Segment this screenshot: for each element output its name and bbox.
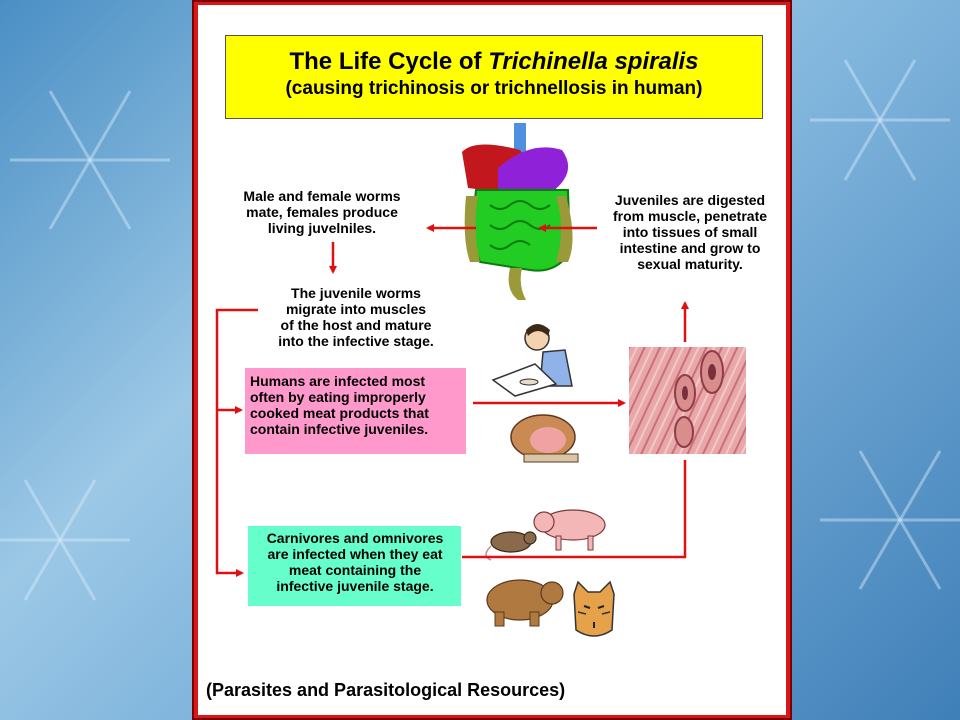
ham-icon: [510, 414, 579, 463]
digestive-system-icon: [462, 123, 573, 300]
diagram-subtitle: (causing trichinosis or trichnellosis in…: [285, 78, 703, 99]
wildcat-icon: [573, 580, 615, 637]
pig-icon: [533, 509, 606, 551]
step-carnivores-text: Carnivores and omnivores are infected wh…: [266, 530, 444, 594]
humans-infection-box: [245, 368, 466, 454]
bear-icon: [486, 579, 564, 627]
man-eating-icon: [491, 324, 573, 397]
arrow-carnivores-to-muscle: [462, 460, 687, 559]
step-humans-text: Humans are infected most often by eating…: [250, 373, 429, 437]
muscle-tissue-icon: [629, 347, 746, 454]
carnivores-infection-box: [248, 526, 461, 606]
arrow-migrate-to-carnivores: [215, 308, 258, 577]
cycle-arrows: [215, 224, 689, 577]
source-caption: (Parasites and Parasitological Resources…: [206, 680, 566, 700]
rat-icon: [485, 531, 537, 561]
species-name: Trichinella spiralis: [488, 48, 699, 75]
step-digest-text: Juveniles are digested from muscle, pene…: [612, 192, 768, 272]
title-box: The Life Cycle of Trichinella spiralis (…: [225, 35, 763, 119]
step-migrate-text: The juvenile worms migrate into muscles …: [278, 285, 434, 349]
step-mate-text: Male and female worms mate, females prod…: [243, 188, 401, 236]
diagram-title: The Life Cycle of Trichinella spiralis: [289, 48, 699, 75]
